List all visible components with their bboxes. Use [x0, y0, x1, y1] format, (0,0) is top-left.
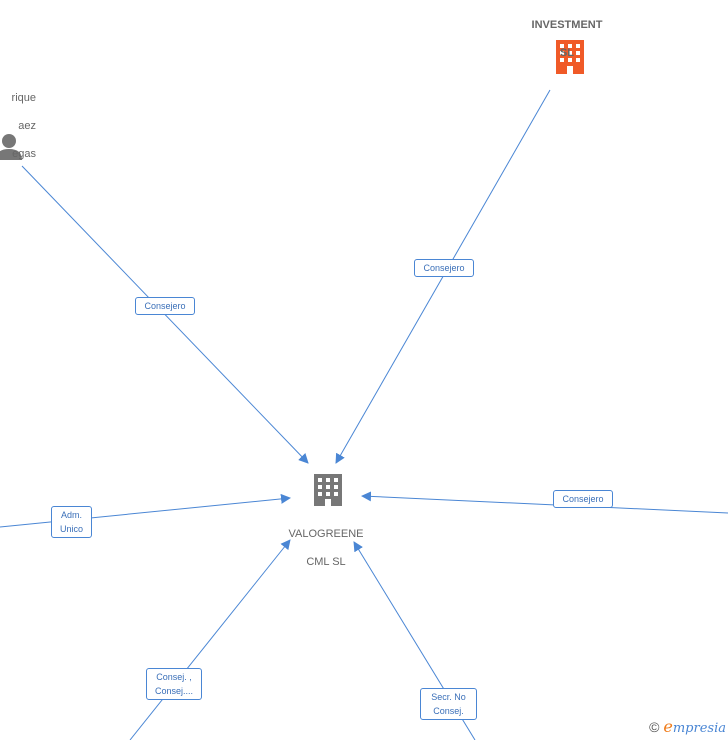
copyright-symbol: © — [649, 718, 660, 735]
edge-label-person[interactable]: Consejero — [135, 297, 195, 315]
node-label-investment[interactable]: INVESTMENT SL — [510, 4, 624, 74]
edge-left — [0, 493, 291, 528]
edge-bottom-left — [129, 539, 291, 740]
center-name-line2: CML SL — [306, 556, 346, 568]
person-name-line2: aez — [18, 120, 36, 132]
node-label-person[interactable]: rique aez egas — [0, 77, 36, 175]
edge-label-investment[interactable]: Consejero — [414, 259, 474, 277]
investment-name-line2: SL — [559, 47, 575, 59]
empresia-logo: empresia — [663, 717, 726, 736]
building-icon-investment[interactable] — [556, 40, 584, 74]
empresia-watermark: © empresia — [649, 717, 726, 736]
person-name-line1: rique — [11, 92, 36, 104]
investment-name-line1: INVESTMENT — [531, 19, 603, 31]
building-icon[interactable] — [314, 474, 342, 506]
node-label-center[interactable]: VALOGREENE CML SL — [268, 513, 384, 583]
center-name-line1: VALOGREENE — [288, 528, 364, 540]
edge-label-bottom-right[interactable]: Secr. No Consej. — [420, 688, 477, 720]
person-name-line3: egas — [12, 148, 36, 160]
empresia-logo-text: mpresia — [672, 721, 726, 736]
edge-label-left[interactable]: Adm. Unico — [51, 506, 92, 538]
edge-label-right[interactable]: Consejero — [553, 490, 613, 508]
person-icon[interactable] — [0, 134, 22, 160]
empresia-logo-initial: e — [663, 717, 673, 736]
edge-right — [361, 491, 728, 514]
edge-lines — [0, 89, 728, 740]
edge-label-bottom-left[interactable]: Consej. , Consej.... — [146, 668, 202, 700]
